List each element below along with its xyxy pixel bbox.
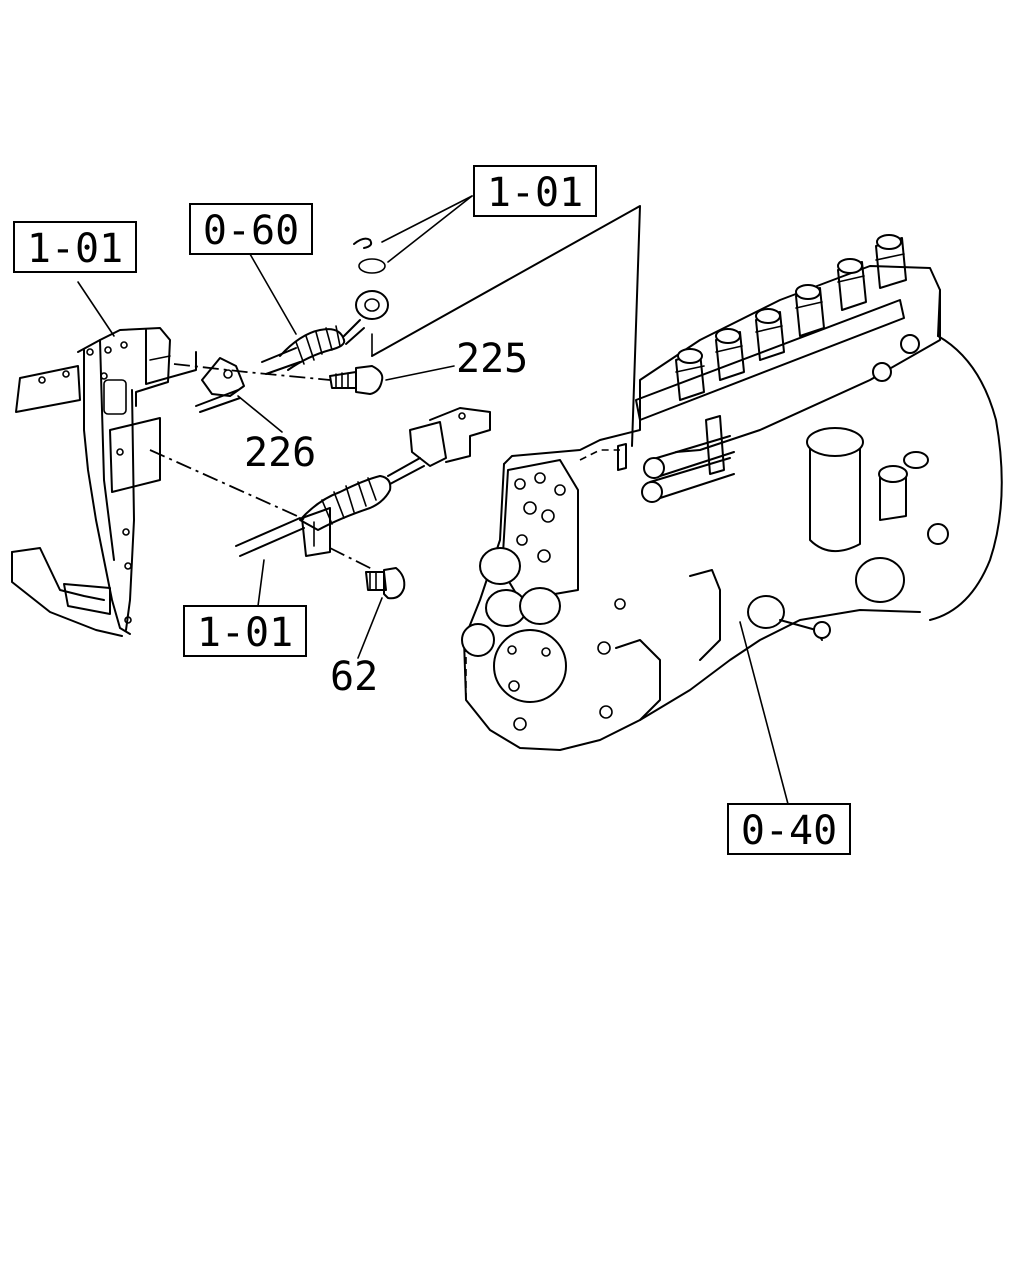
bolt-225 (329, 365, 384, 395)
ref-label-cable-assembly: 0-60 (203, 208, 299, 254)
upper-cable (195, 290, 389, 413)
ref-box-frame: 1-01 (13, 221, 137, 273)
ref-label-clip-washer: 1-01 (487, 170, 583, 216)
ref-label-lower-cable: 1-01 (197, 610, 293, 656)
ref-box-clip-washer: 1-01 (473, 165, 597, 217)
frame-bracket (11, 327, 197, 637)
bolt-62 (365, 567, 406, 600)
leader-lines (77, 195, 789, 805)
part-number-62: 62 (330, 654, 378, 700)
ref-box-cable-assembly: 0-60 (189, 203, 313, 255)
ref-label-injection-pump: 0-40 (741, 808, 837, 854)
lower-cable (235, 407, 491, 557)
delivery-valves (675, 234, 907, 401)
ref-box-lower-cable: 1-01 (183, 605, 307, 657)
ref-label-frame: 1-01 (27, 226, 123, 272)
clip-and-washer (353, 237, 386, 274)
part-number-226: 226 (244, 430, 316, 476)
injection-pump (461, 234, 1003, 751)
ref-box-injection-pump: 0-40 (727, 803, 851, 855)
part-number-225: 225 (456, 336, 528, 382)
